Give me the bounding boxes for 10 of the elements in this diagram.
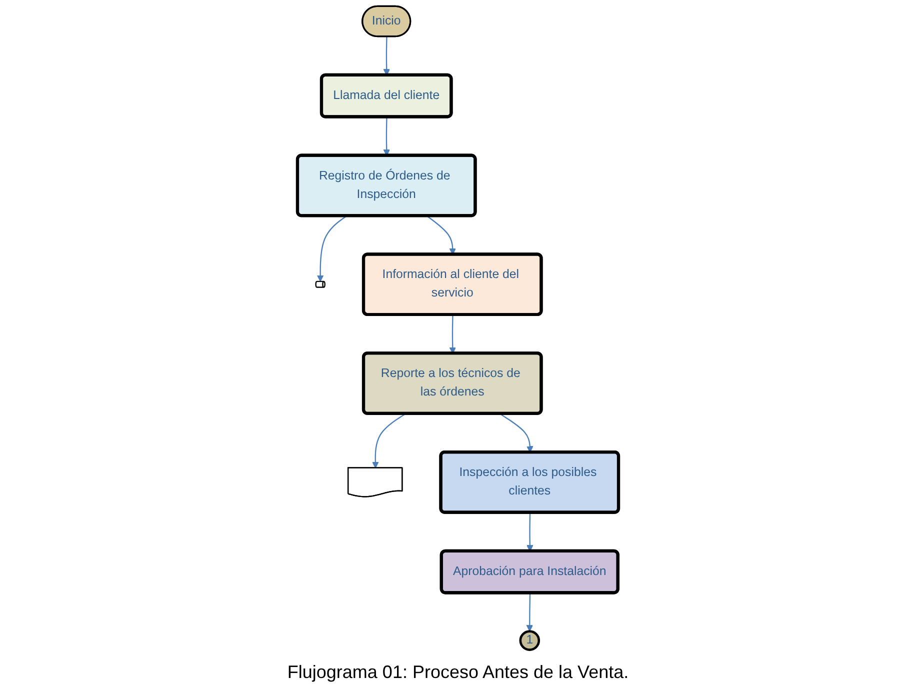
arrow <box>383 117 390 156</box>
arrow <box>526 593 534 632</box>
caption: Flujograma 01: Proceso Antes de la Venta. <box>287 661 629 684</box>
node-circle: 1 <box>519 630 540 651</box>
node-cylinder <box>315 280 326 288</box>
arrow <box>449 314 456 354</box>
arrow <box>500 413 534 453</box>
arrow <box>372 413 406 468</box>
arrow <box>426 216 456 255</box>
arrow <box>316 216 347 282</box>
